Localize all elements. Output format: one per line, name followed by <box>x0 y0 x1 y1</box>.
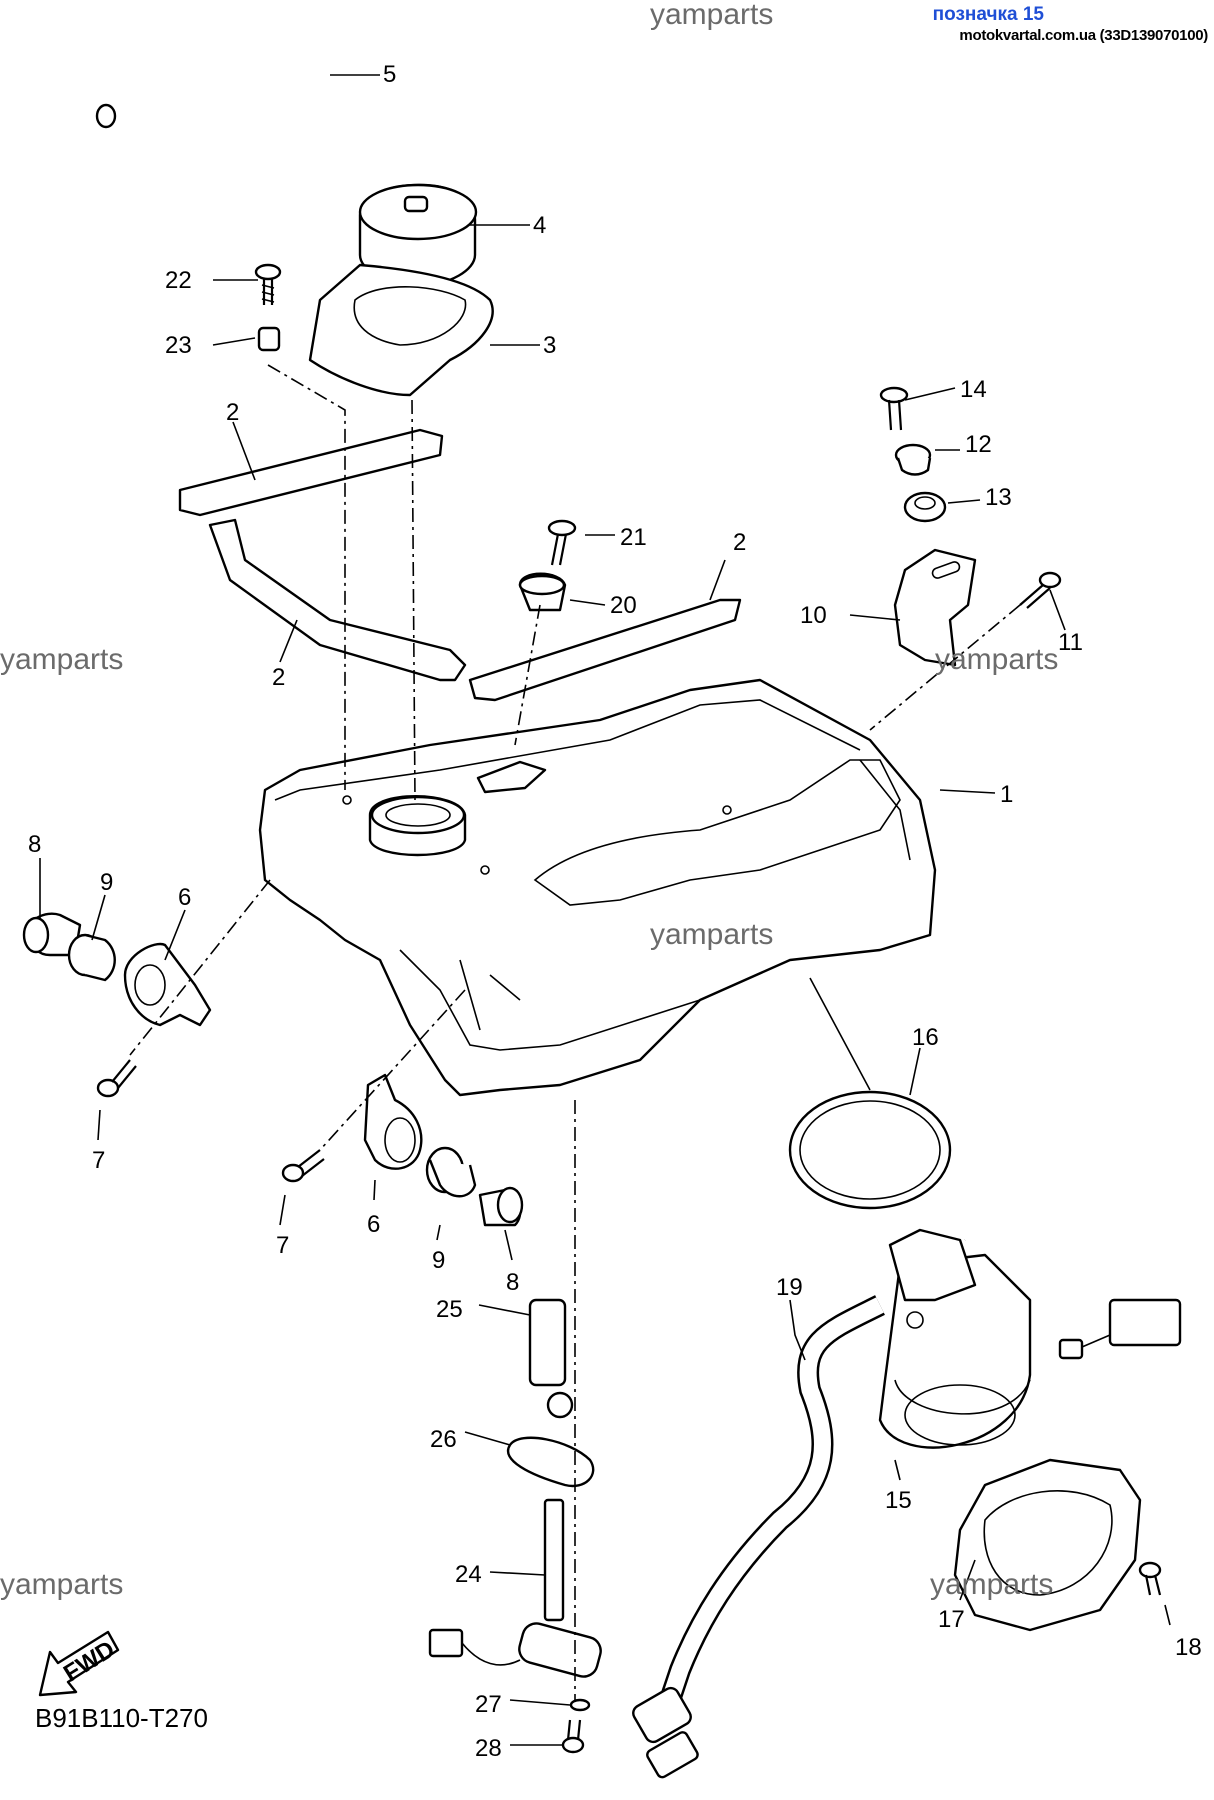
callout-26: 26 <box>430 1426 457 1453</box>
part-12-collar <box>894 443 932 476</box>
callout-labels: 5 4 3 22 23 2 2 2 21 20 14 12 13 10 11 1… <box>28 61 1202 1762</box>
callout-23: 23 <box>165 332 192 359</box>
header-site: motokvartal.com.ua (33D139070100) <box>959 27 1208 44</box>
callout-4: 4 <box>533 212 546 239</box>
part-6-bracket-lower <box>363 1073 423 1170</box>
part-14-bolt <box>879 386 909 431</box>
callout-25: 25 <box>436 1296 463 1323</box>
callout-10: 10 <box>800 602 827 629</box>
watermark-left-1: yamparts <box>0 643 124 676</box>
callout-8a: 8 <box>28 831 41 858</box>
part-6-bracket-left <box>123 942 212 1027</box>
callout-18: 18 <box>1175 1634 1202 1661</box>
part-7-bolt-lower <box>281 1149 325 1183</box>
callout-17: 17 <box>938 1606 965 1633</box>
callout-27: 27 <box>475 1691 502 1718</box>
part-10-bracket <box>893 548 977 667</box>
part-28-bolt <box>561 1719 585 1754</box>
watermark-top: yamparts <box>650 0 774 31</box>
callout-6b: 6 <box>367 1211 380 1238</box>
part-15-fuel-pump <box>878 1205 1182 1449</box>
leader-lines <box>39 74 1171 1746</box>
callout-8b: 8 <box>506 1269 519 1296</box>
part-24-sender-unit <box>428 1498 602 1678</box>
part-21-screw <box>547 519 577 566</box>
watermark-right-2: yamparts <box>930 1568 1054 1601</box>
part-17-retainer-plate <box>953 1458 1142 1632</box>
part-4-fuel-cap <box>358 183 478 287</box>
callout-13: 13 <box>985 484 1012 511</box>
part-18-bolt <box>1138 1561 1162 1596</box>
callout-11: 11 <box>1058 629 1083 656</box>
part-3-filler-plate <box>308 263 494 397</box>
part-2-strip-c <box>468 598 742 702</box>
callout-1: 1 <box>1000 781 1013 808</box>
watermark-left-2: yamparts <box>0 1568 124 1601</box>
callout-19: 19 <box>776 1274 803 1301</box>
watermark-center: yamparts <box>650 918 774 951</box>
callout-7b: 7 <box>276 1232 289 1259</box>
part-7-bolt-left <box>96 1059 137 1098</box>
part-20-grommet <box>518 572 567 612</box>
callout-9a: 9 <box>100 869 113 896</box>
callout-3: 3 <box>543 332 556 359</box>
callout-14: 14 <box>960 376 987 403</box>
part-22-bolt <box>254 263 282 305</box>
part-9-grommet-left <box>67 933 116 982</box>
part-11-bolt <box>1019 571 1062 609</box>
callout-9b: 9 <box>432 1247 445 1274</box>
part-27-washer <box>569 1698 591 1712</box>
part-26-o-ring <box>506 1436 595 1488</box>
callout-6a: 6 <box>178 884 191 911</box>
callout-22: 22 <box>165 267 192 294</box>
part-16-gasket-ring <box>788 1090 952 1210</box>
callout-7a: 7 <box>92 1147 105 1174</box>
callout-15: 15 <box>885 1487 912 1514</box>
part-2-strip-b <box>208 518 467 682</box>
diagram-code: B91B110-T270 <box>35 1703 208 1733</box>
watermark-right-1: yamparts <box>935 643 1059 676</box>
callout-2c: 2 <box>733 529 746 556</box>
callout-2b: 2 <box>272 664 285 691</box>
assembly-lines <box>129 364 1021 1700</box>
header-tag: позначка 15 <box>932 4 1044 25</box>
part-5-breather-hose <box>95 42 424 199</box>
part-19-fuel-hose <box>632 1295 885 1779</box>
part-2-strip-a <box>178 428 444 517</box>
part-8-collar-left <box>22 912 82 957</box>
part-25-sensor <box>528 1298 574 1419</box>
callout-28: 28 <box>475 1735 502 1762</box>
callout-24: 24 <box>455 1561 482 1588</box>
callout-20: 20 <box>610 592 637 619</box>
callout-5: 5 <box>383 61 396 88</box>
part-8-collar-lower <box>478 1186 524 1227</box>
part-23-collar <box>257 326 281 352</box>
part-13-grommet <box>903 491 947 523</box>
callout-21: 21 <box>620 524 647 551</box>
callout-12: 12 <box>965 431 992 458</box>
part-9-grommet-lower <box>425 1146 477 1198</box>
callout-2a: 2 <box>226 399 239 426</box>
fwd-arrow-icon: FWD <box>38 1630 120 1697</box>
part-1-fuel-tank <box>258 678 937 1097</box>
callout-16: 16 <box>912 1024 939 1051</box>
